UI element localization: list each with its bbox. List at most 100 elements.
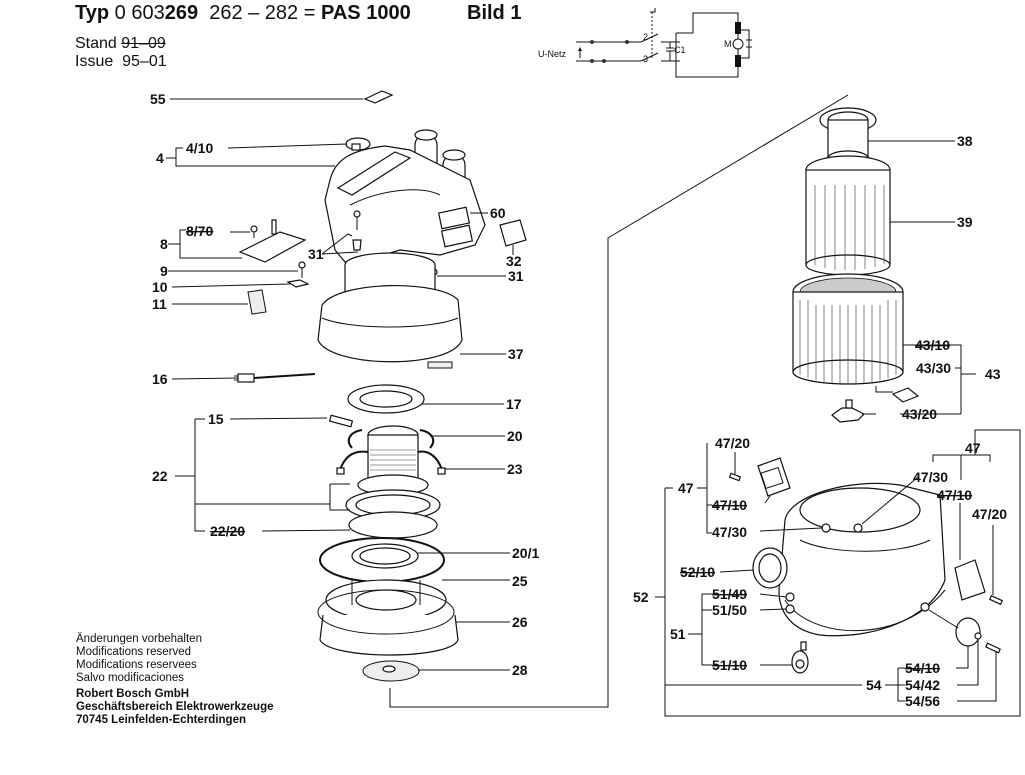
part-47-30-nut-left: [821, 523, 831, 533]
part-51-50: [785, 604, 795, 614]
motor-icon: [732, 38, 744, 50]
label-part-25: 25: [512, 573, 528, 589]
label-part-28: 28: [512, 662, 528, 678]
assembly-connection-line: [389, 94, 849, 708]
part-43-filter-cartridge: [792, 273, 904, 385]
part-52-container-head: [752, 482, 946, 637]
label-part-22: 22: [152, 468, 168, 484]
part-20-1-seal: [351, 543, 419, 569]
label-part-22-20: 22/20: [210, 523, 245, 539]
part-26-base: [317, 579, 459, 656]
circuit-supply-label: U-Netz: [538, 49, 567, 59]
part-labels: 55 4 4/10 8 8/70 9 10 11 31 60 32 31 37 …: [150, 91, 1007, 709]
label-part-51-49: 51/49: [712, 586, 747, 602]
label-part-54-10: 54/10: [905, 660, 940, 676]
typ-number-a: 0 603: [114, 2, 165, 24]
label-part-17: 17: [506, 396, 522, 412]
label-part-47-20-right: 47/20: [972, 506, 1007, 522]
part-43-30-label: [891, 387, 920, 403]
label-part-51-50: 51/50: [712, 602, 747, 618]
circuit-diagram: U-Netz 2 3 C1 M: [538, 8, 752, 78]
part-51-10-castor: [791, 641, 809, 674]
part-38-filter-socket: [819, 107, 877, 166]
label-part-43: 43: [985, 366, 1001, 382]
label-part-20-1: 20/1: [512, 545, 539, 561]
stand-label: Stand: [75, 35, 117, 52]
label-part-47-20-left: 47/20: [715, 435, 750, 451]
capacitor-label: C1: [674, 45, 686, 55]
notes-block: Änderungen vorbehalten Modifications res…: [76, 633, 274, 727]
typ-range: 262 – 282: [209, 2, 299, 24]
label-part-54-56: 54/56: [905, 693, 940, 709]
label-part-43-30: 43/30: [916, 360, 951, 376]
issue-value: 95–01: [122, 53, 167, 70]
part-23-motor-holder: [336, 450, 446, 475]
part-55-label-plate: [363, 90, 394, 104]
label-part-55: 55: [150, 91, 166, 107]
part-11-plate: [247, 289, 267, 315]
label-part-51-10: 51/10: [712, 657, 747, 673]
label-part-47-left: 47: [678, 480, 694, 496]
label-part-8: 8: [160, 236, 168, 252]
label-part-32: 32: [506, 253, 522, 269]
label-part-60: 60: [490, 205, 506, 221]
leader-lines-right: [655, 140, 1021, 717]
company-address: 70745 Leinfelden-Echterdingen: [76, 714, 246, 726]
label-part-54-42: 54/42: [905, 677, 940, 693]
label-part-20: 20: [507, 428, 523, 444]
note-line: Modifications reserved: [76, 646, 192, 658]
label-part-43-20: 43/20: [902, 406, 937, 422]
motor-label: M: [724, 39, 732, 49]
label-part-9: 9: [160, 263, 168, 279]
part-20-motor: [347, 425, 435, 481]
note-line: Modifications reservees: [76, 659, 197, 671]
stand-line: Stand 91–09: [75, 35, 166, 53]
label-part-39: 39: [957, 214, 973, 230]
part-28-foot: [362, 660, 420, 682]
company-division: Geschäftsbereich Elektrowerkzeuge: [76, 701, 274, 713]
typ-label: Typ: [75, 2, 110, 24]
label-part-47-10-left: 47/10: [712, 497, 747, 513]
part-9-screw: [298, 261, 306, 269]
label-part-31a: 31: [308, 246, 324, 262]
motor-winding-bottom: [735, 55, 741, 67]
label-part-16: 16: [152, 371, 168, 387]
part-47-latch-left: [728, 457, 791, 497]
label-part-47-30-left: 47/30: [712, 524, 747, 540]
note-line: Salvo modificaciones: [76, 672, 185, 684]
label-part-38: 38: [957, 133, 973, 149]
model-name: PAS 1000: [321, 2, 411, 24]
label-part-31b: 31: [508, 268, 524, 284]
part-22-fan-assembly: [345, 474, 441, 539]
label-part-52: 52: [633, 589, 649, 605]
label-part-15: 15: [208, 411, 224, 427]
company-name: Robert Bosch GmbH: [76, 688, 190, 700]
label-part-47-10-right: 47/10: [937, 487, 972, 503]
part-51-49: [785, 592, 795, 602]
label-part-8-70: 8/70: [186, 223, 213, 239]
part-54-10-foot-pad: [920, 602, 1001, 654]
label-part-11: 11: [152, 296, 167, 312]
label-part-23: 23: [507, 461, 523, 477]
arrow-up-icon: [578, 47, 582, 51]
label-part-51: 51: [670, 626, 686, 642]
label-part-26: 26: [512, 614, 528, 630]
label-part-47-right: 47: [965, 440, 981, 456]
document-title: Typ 0 603269 262 – 282 = PAS 1000: [75, 2, 411, 25]
label-part-4-10: 4/10: [186, 140, 213, 156]
part-17-seal-ring: [347, 384, 425, 414]
label-part-54: 54: [866, 677, 882, 693]
part-32-label: [499, 219, 527, 247]
part-4-top-housing: [324, 129, 486, 263]
switch-contact-a: [640, 33, 659, 43]
label-part-37: 37: [508, 346, 524, 362]
switch-pole-2: 2: [643, 32, 648, 42]
part-43-20-wing-nut: [831, 399, 866, 423]
equals-sign: =: [303, 2, 316, 24]
issue-line: Issue 95–01: [75, 53, 167, 71]
label-part-4: 4: [156, 150, 164, 166]
part-39-filter-cage: [805, 155, 891, 276]
part-47-latch-right: [954, 559, 1004, 606]
part-16-power-cable: [234, 373, 316, 383]
